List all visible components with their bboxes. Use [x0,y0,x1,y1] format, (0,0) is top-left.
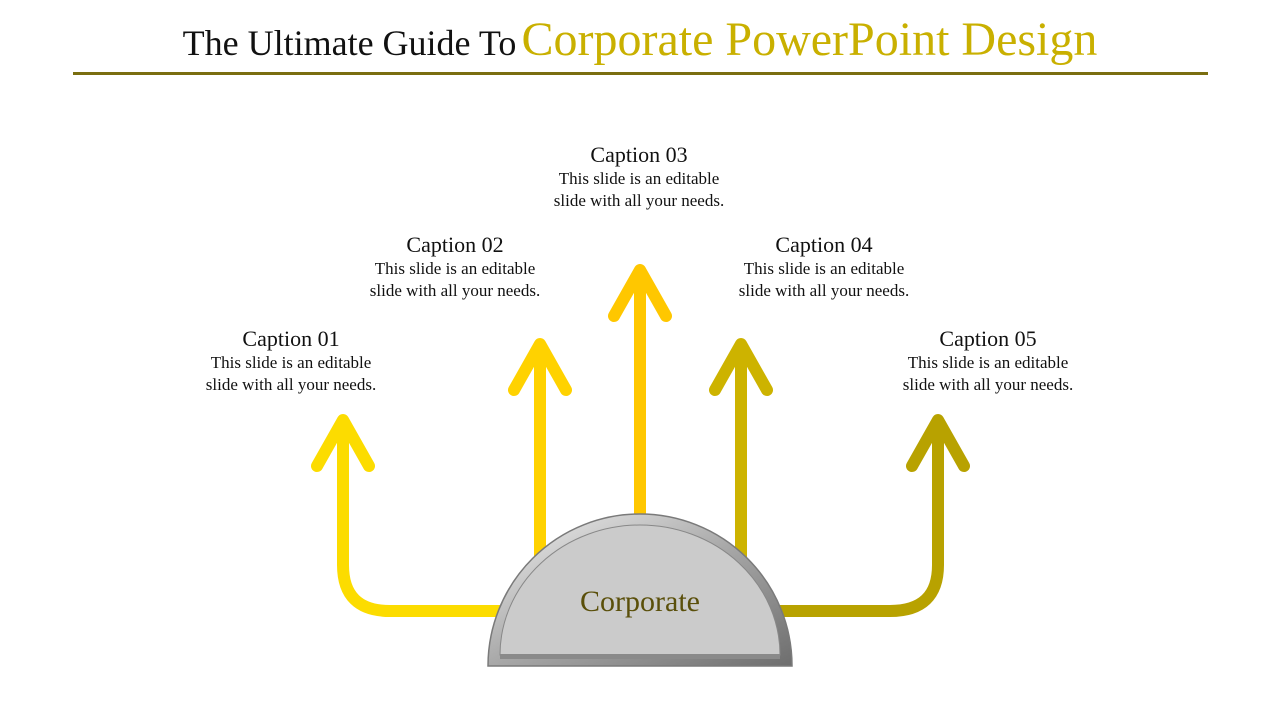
arrow-2 [508,338,572,576]
caption-text: slide with all your needs. [369,281,541,300]
caption-01: Caption 01 This slide is an editable sli… [161,326,421,396]
caption-title: Caption 05 [939,326,1037,351]
corporate-dome [487,513,793,667]
caption-text: This slide is an editable [374,259,536,278]
arrow-3 [608,264,672,536]
caption-title: Caption 02 [406,232,504,257]
slide-title: The Ultimate Guide To Corporate PowerPoi… [0,12,1280,67]
caption-text: This slide is an editable [558,169,720,188]
caption-text: This slide is an editable [907,353,1069,372]
arrow-4 [709,338,773,576]
caption-text: slide with all your needs. [553,191,725,210]
center-label: Corporate [580,585,700,618]
title-part-1: The Ultimate Guide To [182,23,517,63]
caption-title: Caption 01 [242,326,340,351]
caption-text: slide with all your needs. [902,375,1074,394]
caption-02: Caption 02 This slide is an editable sli… [325,232,585,302]
arrow-1 [311,414,506,617]
caption-title: Caption 04 [775,232,873,257]
title-underline [73,72,1208,75]
arrow-5 [774,414,970,617]
caption-text: slide with all your needs. [738,281,910,300]
caption-text: This slide is an editable [743,259,905,278]
caption-03: Caption 03 This slide is an editable sli… [509,142,769,212]
caption-05: Caption 05 This slide is an editable sli… [858,326,1118,396]
caption-04: Caption 04 This slide is an editable sli… [694,232,954,302]
caption-title: Caption 03 [590,142,688,167]
caption-text: slide with all your needs. [205,375,377,394]
caption-text: This slide is an editable [210,353,372,372]
title-part-2: Corporate PowerPoint Design [521,13,1098,66]
